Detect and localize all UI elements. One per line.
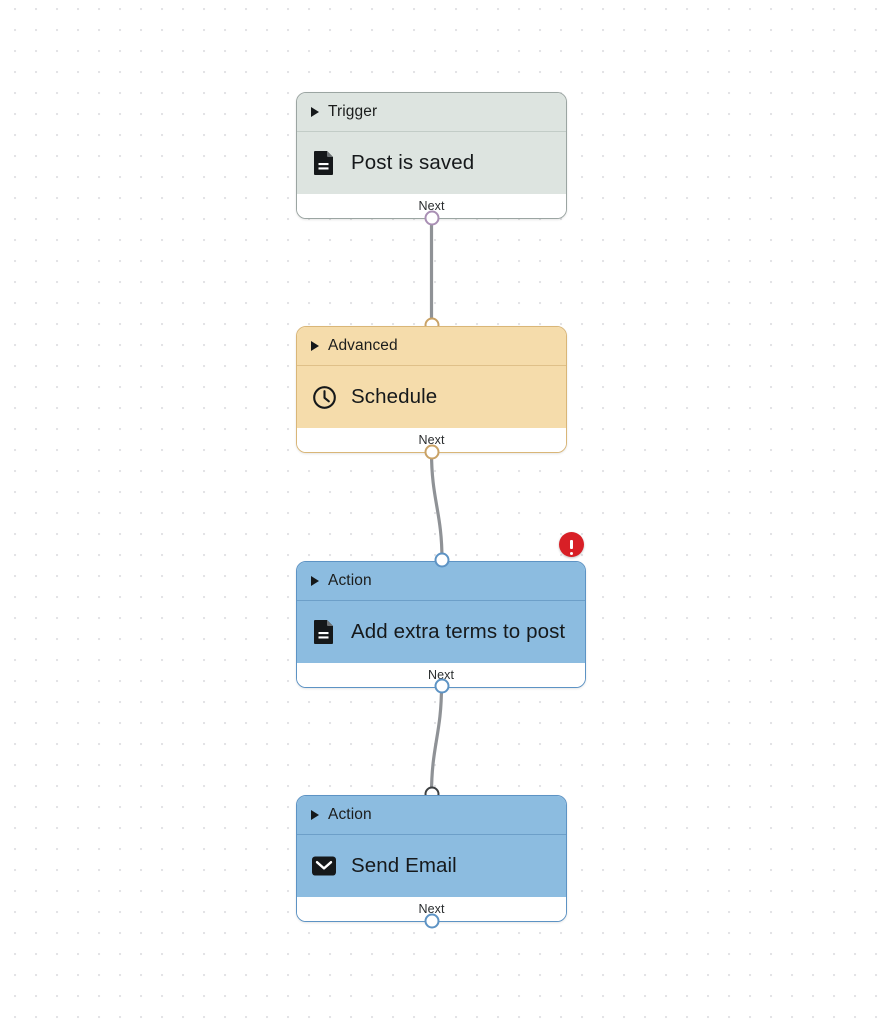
node-action-send-email[interactable]: Action Send Email Next bbox=[296, 795, 567, 923]
node-category-label: Action bbox=[328, 572, 372, 589]
chevron-right-icon[interactable] bbox=[311, 810, 319, 820]
clock-icon bbox=[311, 384, 337, 410]
node-next-button[interactable]: Next bbox=[297, 663, 585, 688]
node-body[interactable]: Add extra terms to post bbox=[297, 601, 585, 664]
chevron-right-icon[interactable] bbox=[311, 576, 319, 586]
node-divider bbox=[297, 834, 566, 836]
node-title: Schedule bbox=[351, 385, 438, 409]
chevron-right-icon[interactable] bbox=[311, 107, 319, 117]
port-out-send-email[interactable] bbox=[424, 913, 439, 929]
node-body[interactable]: Send Email bbox=[297, 835, 566, 898]
document-icon bbox=[311, 150, 337, 176]
node-next-button[interactable]: Next bbox=[297, 897, 566, 922]
node-body[interactable]: Post is saved bbox=[297, 132, 566, 195]
node-next-button[interactable]: Next bbox=[297, 194, 566, 219]
node-header[interactable]: Action bbox=[297, 796, 566, 834]
node-category-label: Action bbox=[328, 806, 372, 823]
node-next-label: Next bbox=[418, 433, 445, 448]
node-next-label: Next bbox=[418, 902, 445, 917]
node-body[interactable]: Schedule bbox=[297, 366, 566, 429]
node-title: Post is saved bbox=[351, 151, 475, 175]
node-trigger-post-is-saved[interactable]: Trigger Post is saved Next bbox=[296, 92, 567, 220]
chevron-right-icon[interactable] bbox=[311, 341, 319, 351]
node-title: Send Email bbox=[351, 854, 457, 878]
exclamation-icon bbox=[569, 540, 574, 555]
port-out-trigger[interactable] bbox=[424, 210, 439, 226]
node-action-add-extra-terms-to-post[interactable]: Action Add extra terms to post Next bbox=[296, 561, 586, 689]
node-divider bbox=[297, 365, 566, 367]
node-advanced-schedule[interactable]: Advanced Schedule Next bbox=[296, 326, 567, 454]
port-out-advanced[interactable] bbox=[424, 444, 439, 460]
node-header[interactable]: Advanced bbox=[297, 327, 566, 365]
node-next-label: Next bbox=[427, 668, 455, 683]
node-next-label: Next bbox=[418, 199, 445, 214]
port-in-action-terms[interactable] bbox=[434, 552, 449, 568]
error-badge[interactable] bbox=[559, 532, 584, 557]
port-out-action-terms[interactable] bbox=[434, 678, 449, 694]
envelope-icon bbox=[311, 853, 337, 879]
connector-action-to-send-email bbox=[429, 684, 444, 796]
node-divider bbox=[297, 131, 566, 133]
document-icon bbox=[311, 619, 337, 645]
node-title: Add extra terms to post bbox=[351, 620, 566, 644]
connector-advanced-to-action bbox=[429, 450, 444, 562]
node-next-button[interactable]: Next bbox=[297, 428, 566, 453]
node-divider bbox=[297, 600, 585, 602]
node-category-label: Trigger bbox=[328, 103, 378, 120]
node-category-label: Advanced bbox=[328, 337, 398, 354]
node-header[interactable]: Action bbox=[297, 562, 585, 600]
node-header[interactable]: Trigger bbox=[297, 93, 566, 131]
